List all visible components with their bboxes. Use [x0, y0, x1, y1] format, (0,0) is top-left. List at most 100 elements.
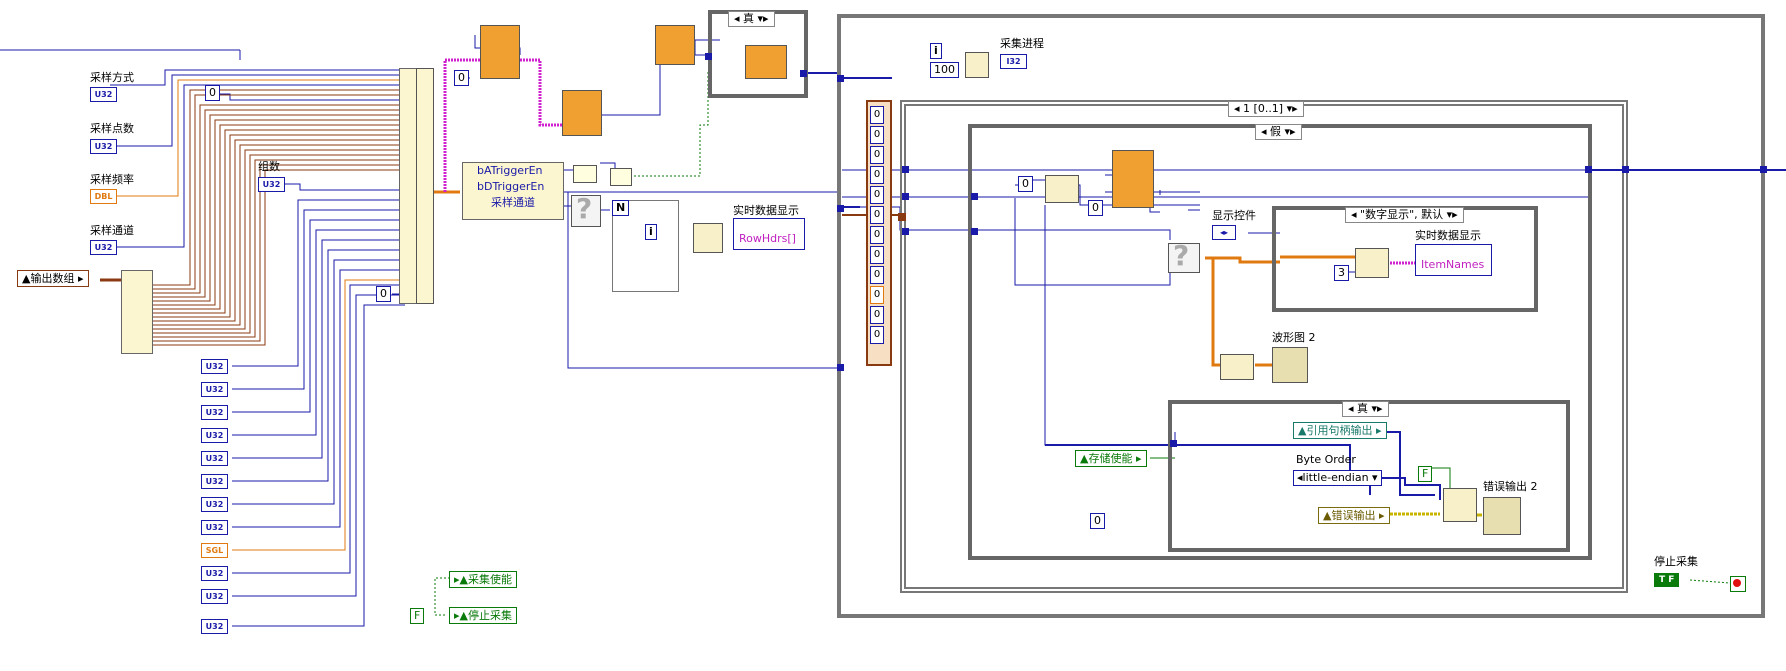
case-selector-display[interactable]: ◂ "数字显示", 默认 ▾▸: [1345, 207, 1464, 223]
sequence-selector[interactable]: ◂ 1 [0..1] ▾▸: [1228, 101, 1304, 117]
array-constant-cell[interactable]: 0: [870, 186, 884, 204]
acq-progress-label: 采集进程: [1000, 37, 1044, 50]
select-icon-2[interactable]: [1168, 243, 1200, 273]
zero-constant-inner-1[interactable]: 0: [1018, 176, 1033, 192]
sample-mode-terminal[interactable]: U32: [90, 87, 117, 102]
u32-terminal-8[interactable]: U32: [201, 520, 228, 535]
row-headers-property[interactable]: RowHdrs[]: [736, 232, 799, 246]
array-constant-cell[interactable]: 0: [870, 146, 884, 164]
cluster-field-3: 采样通道: [491, 196, 535, 209]
output-array-local[interactable]: ▲输出数组 ▸: [17, 270, 89, 287]
case-selector-false-text: 假: [1270, 125, 1282, 138]
array-constant-cell[interactable]: 0: [870, 106, 884, 124]
loop-index-terminal[interactable]: i: [645, 224, 657, 240]
byte-order-enum[interactable]: ◂little-endian ▾: [1293, 470, 1382, 486]
zero-constant-bottom[interactable]: 0: [376, 286, 391, 302]
build-array-icon-2[interactable]: [562, 90, 602, 136]
item-names-property[interactable]: ItemNames: [1418, 258, 1488, 272]
unbundle-node[interactable]: [121, 270, 153, 354]
array-constant-cell[interactable]: 0: [870, 246, 884, 264]
loop-index-i-terminal[interactable]: i: [930, 43, 942, 59]
case-selector-bottom[interactable]: ◂ 真 ▾▸: [1342, 401, 1389, 417]
u32-terminal-2[interactable]: U32: [201, 382, 228, 397]
stop-acq-local[interactable]: ▸▲停止采集: [449, 607, 517, 624]
zero-constant-inner-2[interactable]: 0: [1088, 200, 1103, 216]
number-to-string-icon-2[interactable]: [1355, 248, 1389, 278]
tunnel-5: [902, 193, 909, 200]
array-constant-cell[interactable]: 0: [870, 206, 884, 224]
acq-progress-terminal[interactable]: I32: [1000, 54, 1027, 69]
acq-enable-local[interactable]: ▸▲采集使能: [449, 571, 517, 588]
array-constant-cell[interactable]: 0: [870, 266, 884, 284]
error-out-local[interactable]: ▲错误输出 ▸: [1318, 507, 1390, 524]
unbundle-inner-icon[interactable]: [1112, 150, 1154, 208]
build-array-icon-1[interactable]: [480, 25, 520, 79]
array-constant-cell[interactable]: 0: [870, 226, 884, 244]
array-constant-cell[interactable]: 0: [870, 286, 884, 304]
u32-terminal-11[interactable]: U32: [201, 619, 228, 634]
stop-acq-terminal[interactable]: T F: [1654, 573, 1680, 587]
tunnel-8: [971, 228, 978, 235]
array-constant-cell[interactable]: 0: [870, 166, 884, 184]
ref-handle-out-text: 引用句柄输出: [1306, 424, 1373, 437]
error-out-text: 错误输出: [1331, 509, 1376, 522]
trigger-cluster[interactable]: bATriggerEn bDTriggerEn 采样通道: [462, 162, 564, 220]
select-icon-1[interactable]: [571, 195, 601, 227]
waveform-graph-icon[interactable]: [1272, 347, 1308, 383]
sample-freq-terminal[interactable]: DBL: [90, 189, 117, 204]
tunnel-10: [1622, 166, 1629, 173]
sample-channel-terminal[interactable]: U32: [90, 240, 117, 255]
case-selector-top[interactable]: ◂ 真 ▾▸: [728, 11, 775, 27]
loop-count-terminal[interactable]: N: [612, 200, 630, 216]
write-binary-icon[interactable]: [1443, 488, 1477, 522]
u32-terminal-4[interactable]: U32: [201, 428, 228, 443]
bundle-node[interactable]: [416, 68, 434, 304]
u32-terminal-7[interactable]: U32: [201, 497, 228, 512]
u32-terminal-3[interactable]: U32: [201, 405, 228, 420]
case-selector-bottom-text: 真: [1357, 402, 1369, 415]
numeric-const-bottom[interactable]: 0: [1090, 513, 1105, 529]
zero-constant-top2[interactable]: 0: [454, 70, 469, 86]
display-control-terminal[interactable]: ◂▸: [1212, 225, 1236, 240]
quotient-icon[interactable]: [965, 52, 989, 78]
array-constant-cell[interactable]: 0: [870, 306, 884, 324]
sample-points-terminal[interactable]: U32: [90, 139, 117, 154]
sample-mode-label: 采样方式: [90, 71, 134, 84]
error-out-2-terminal[interactable]: [1483, 497, 1521, 535]
group-count-terminal[interactable]: U32: [258, 177, 285, 192]
false-constant-bottom[interactable]: F: [1418, 466, 1433, 482]
build-array-icon-3[interactable]: [655, 25, 695, 65]
tunnel-9: [1585, 166, 1592, 173]
for-loop[interactable]: [612, 200, 679, 292]
while-loop[interactable]: [837, 14, 1765, 618]
sgl-terminal[interactable]: SGL: [201, 543, 228, 558]
zero-constant-top[interactable]: 0: [205, 85, 220, 101]
tunnel-2: [837, 205, 844, 212]
three-constant[interactable]: 3: [1334, 265, 1349, 281]
u32-terminal-5[interactable]: U32: [201, 451, 228, 466]
question-icon-2: ?: [1173, 239, 1190, 272]
build-waveform-icon[interactable]: [1220, 354, 1254, 380]
array-constant-cell[interactable]: 0: [870, 126, 884, 144]
compare-icon[interactable]: [610, 168, 632, 186]
hundred-constant[interactable]: 100: [930, 62, 959, 78]
tunnel-13: [705, 53, 712, 60]
case-selector-display-text: "数字显示", 默认: [1360, 208, 1444, 221]
ref-handle-out-local[interactable]: ▲引用句柄输出 ▸: [1293, 422, 1387, 439]
store-enable-local[interactable]: ▲存储使能 ▸: [1075, 450, 1147, 467]
display-control-label: 显示控件: [1212, 209, 1256, 222]
array-constant[interactable]: 0 0 0 0 0 0 0 0 0 0 0 0: [866, 100, 892, 366]
add-icon[interactable]: [573, 165, 597, 183]
build-array-icon-4[interactable]: [745, 45, 787, 79]
u32-terminal-1[interactable]: U32: [201, 359, 228, 374]
case-selector-false[interactable]: ◂ 假 ▾▸: [1255, 124, 1302, 140]
stop-icon: [1733, 579, 1741, 587]
error-out-2-label: 错误输出 2: [1483, 480, 1538, 493]
array-constant-cell[interactable]: 0: [870, 326, 884, 344]
index-array-icon[interactable]: [1045, 175, 1079, 203]
false-constant-left[interactable]: F: [410, 608, 425, 624]
u32-terminal-9[interactable]: U32: [201, 566, 228, 581]
num-to-string-icon[interactable]: [693, 223, 723, 253]
u32-terminal-6[interactable]: U32: [201, 474, 228, 489]
u32-terminal-10[interactable]: U32: [201, 589, 228, 604]
